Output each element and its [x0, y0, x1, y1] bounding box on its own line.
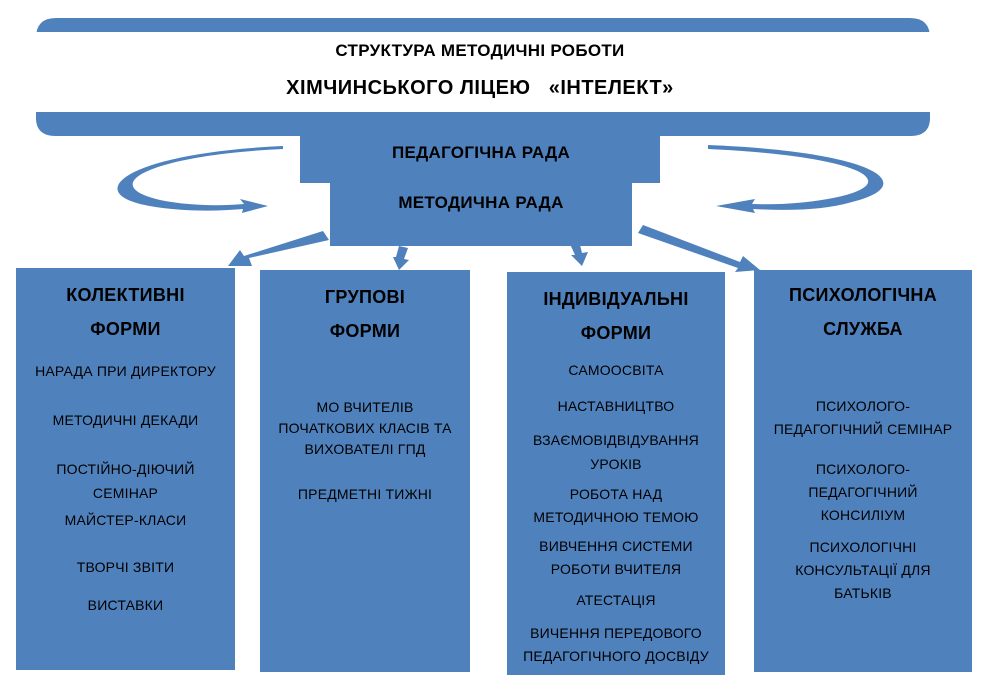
list-item: ПЕДАГОГІЧНИЙ	[808, 484, 918, 500]
column-title-2: ФОРМИ	[90, 319, 161, 339]
column-individual-forms: ІНДИВІДУАЛЬНІ ФОРМИ САМООСВІТА НАСТАВНИЦ…	[507, 282, 725, 672]
header-line-1: СТРУКТУРА МЕТОДИЧНІ РОБОТИ	[335, 40, 625, 60]
list-item: МЕТОДИЧНОЮ ТЕМОЮ	[533, 509, 699, 525]
column-box-individual	[507, 272, 725, 675]
list-item: КОНСУЛЬТАЦІЇ ДЛЯ	[795, 562, 931, 578]
list-item: ПОСТІЙНО-ДІЮЧИЙ	[56, 461, 195, 477]
list-item: РОБОТИ ВЧИТЕЛЯ	[550, 561, 682, 577]
column-title-1: ІНДИВІДУАЛЬНІ	[543, 289, 689, 309]
header-title: СТРУКТУРА МЕТОДИЧНІ РОБОТИ ХІМЧИНСЬКОГО …	[60, 30, 900, 110]
header-line-2: ХІМЧИНСЬКОГО ЛІЦЕЮ «ІНТЕЛЕКТ»	[286, 76, 674, 99]
column-psychological-service: ПСИХОЛОГІЧНА СЛУЖБА ПСИХОЛОГО- ПЕДАГОГІЧ…	[754, 278, 972, 668]
list-item: ПСИХОЛОГО-	[815, 461, 911, 477]
column-title-1: ПСИХОЛОГІЧНА	[788, 285, 938, 305]
list-item: КОНСИЛІУМ	[820, 507, 906, 523]
arrow-to-group	[393, 246, 409, 270]
list-item: ВЗАЄМОВІДВІДУВАННЯ	[533, 432, 699, 448]
arrow-to-collective	[228, 231, 329, 266]
column-title-1: ГРУПОВІ	[324, 287, 406, 307]
list-item: МЕТОДИЧНІ ДЕКАДИ	[52, 412, 199, 428]
council-box-bottom	[330, 182, 632, 246]
right-circular-arrow	[708, 145, 884, 213]
list-item: ПСИХОЛОГО-	[815, 398, 911, 414]
list-item: УРОКІВ	[590, 456, 642, 472]
list-item: МО ВЧИТЕЛІВ	[316, 399, 414, 415]
list-item: ВИЧЕННЯ ПЕРЕДОВОГО	[530, 625, 702, 641]
list-item: ПРЕДМЕТНІ ТИЖНІ	[297, 486, 433, 502]
list-item: АТЕСТАЦІЯ	[576, 592, 656, 608]
methodical-council: МЕТОДИЧНА РАДА	[398, 193, 564, 212]
list-item: ВИХОВАТЕЛІ ГПД	[304, 441, 426, 457]
list-item: СЕМІНАР	[92, 485, 159, 501]
list-item: ПЕДАГОГІЧНИЙ СЕМІНАР	[773, 421, 953, 437]
list-item: БАТЬКІВ	[834, 585, 892, 601]
column-group-forms: ГРУПОВІ ФОРМИ МО ВЧИТЕЛІВ ПОЧАТКОВИХ КЛА…	[260, 280, 470, 670]
column-title-2: ФОРМИ	[329, 321, 401, 341]
column-collective-forms: КОЛЕКТИВНІ ФОРМИ НАРАДА ПРИ ДИРЕКТОРУ МЕ…	[16, 278, 235, 668]
list-item: ТВОРЧІ ЗВІТИ	[76, 559, 175, 575]
arrow-to-psychology	[638, 225, 760, 272]
column-title-2: СЛУЖБА	[823, 319, 903, 339]
list-item: ВИСТАВКИ	[87, 597, 164, 613]
column-title-1: КОЛЕКТИВНІ	[66, 285, 185, 305]
list-item: ПОЧАТКОВИХ КЛАСІВ ТА	[278, 420, 452, 436]
list-item: НАРАДА ПРИ ДИРЕКТОРУ	[35, 363, 216, 379]
list-item: ПСИХОЛОГІЧНІ	[809, 539, 917, 555]
column-box-collective	[16, 268, 235, 670]
council-box-top	[300, 128, 660, 183]
column-box-group	[260, 270, 470, 672]
list-item: МАЙСТЕР-КЛАСИ	[64, 512, 187, 528]
list-item: РОБОТА НАД	[569, 486, 663, 502]
column-box-psychology	[754, 270, 972, 672]
list-item: САМООСВІТА	[568, 362, 664, 378]
column-title-2: ФОРМИ	[580, 323, 652, 343]
list-item: ВИВЧЕННЯ СИСТЕМИ	[539, 538, 693, 554]
header-inner-panel	[36, 32, 930, 112]
list-item: ПЕДАГОГІЧНОГО ДОСВІДУ	[523, 648, 709, 664]
left-circular-arrow	[117, 146, 283, 213]
arrow-to-individual	[570, 241, 588, 266]
pedagogical-council: ПЕДАГОГІЧНА РАДА	[391, 143, 571, 162]
list-item: НАСТАВНИЦТВО	[557, 398, 675, 414]
